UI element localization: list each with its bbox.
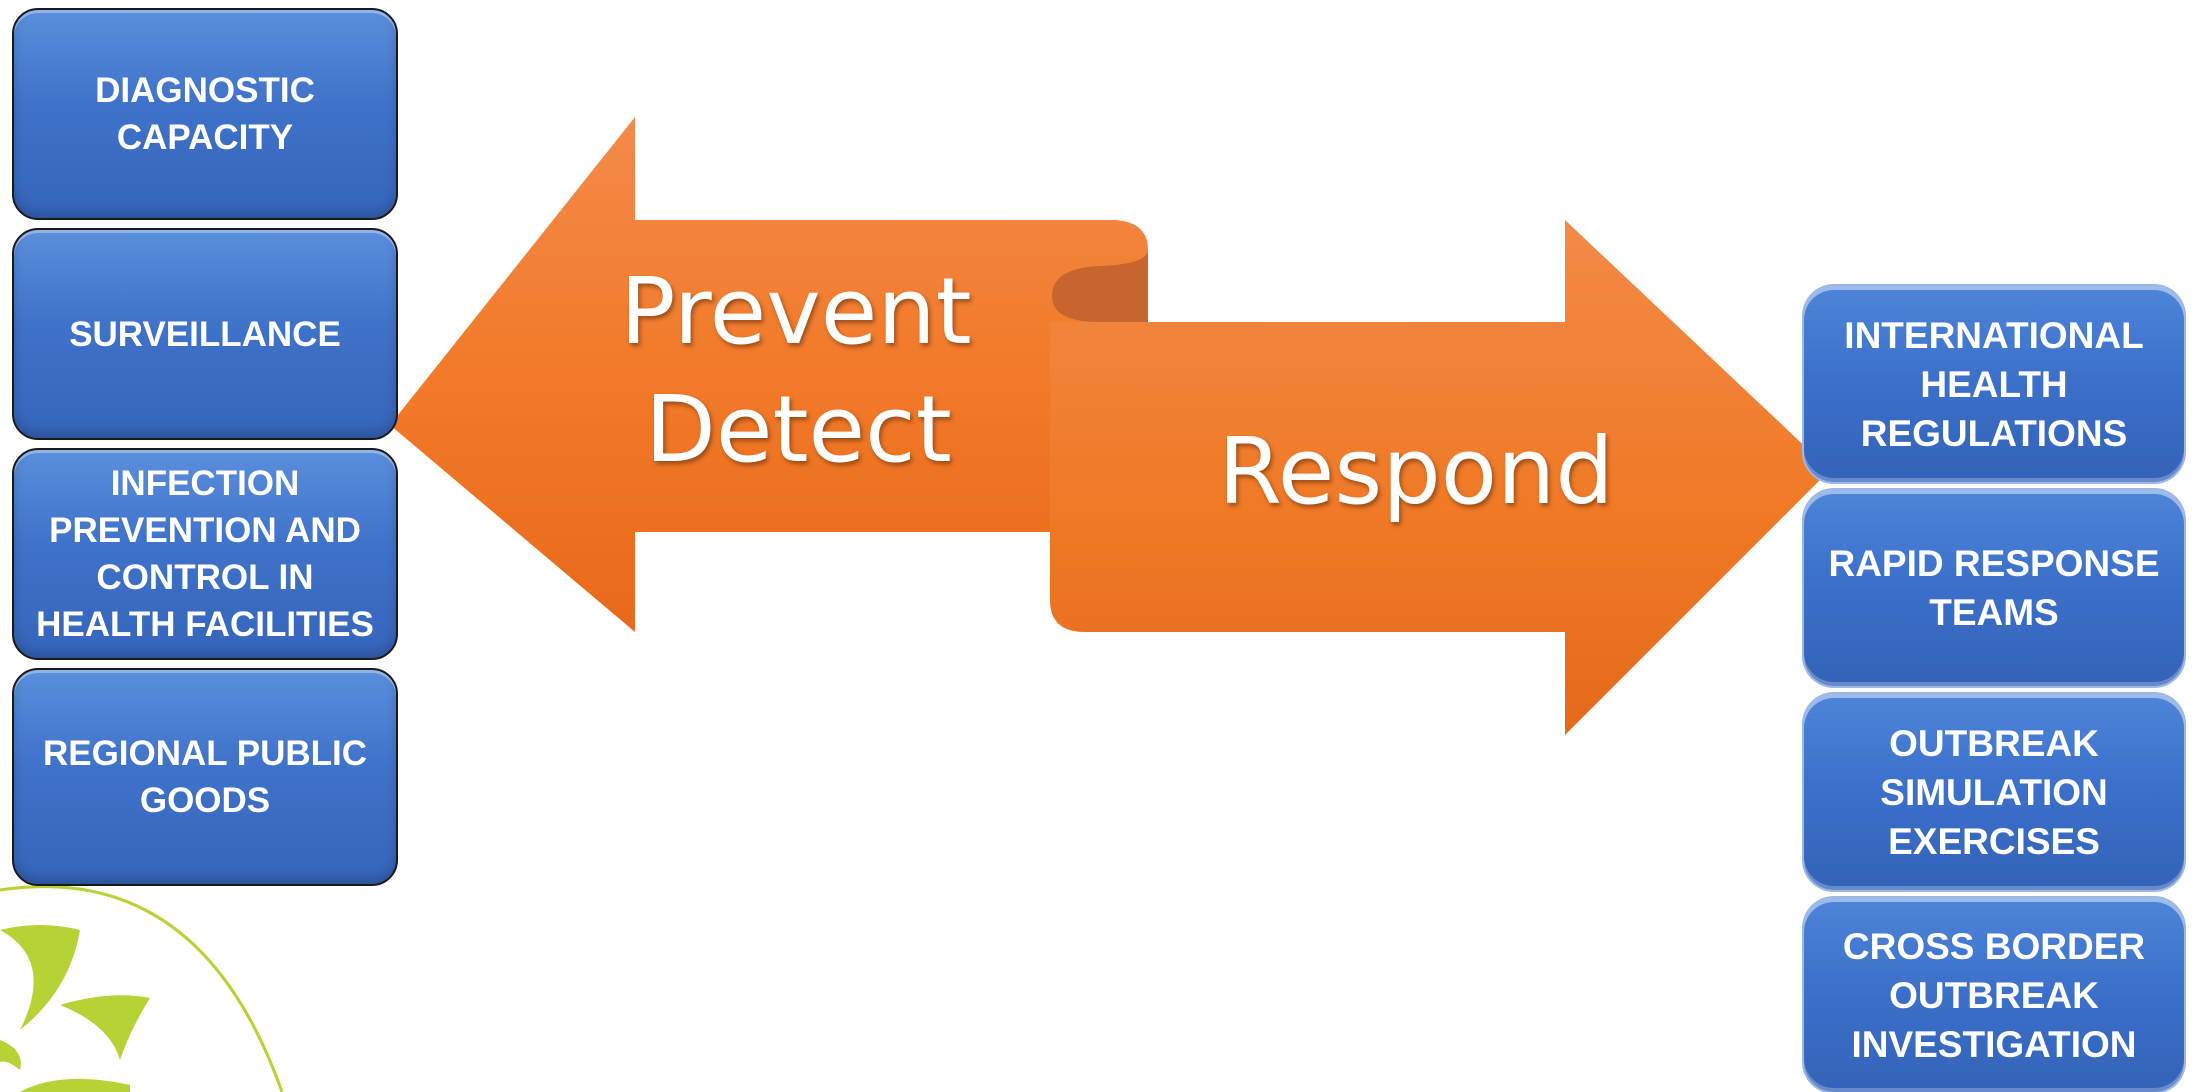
detect-label: Detect (645, 376, 952, 483)
prevent-detect-arrow (390, 117, 1148, 632)
rapid-response-teams-box: RAPID RESPONSE TEAMS (1804, 490, 2184, 686)
prevent-label: Prevent (620, 258, 972, 365)
green-leaf-logo (0, 885, 284, 1092)
box-label: OUTBREAK SIMULATION EXERCISES (1880, 722, 2108, 862)
international-health-regulations-box: INTERNATIONAL HEALTH REGULATIONS (1804, 286, 2184, 482)
box-label: REGIONAL PUBLIC GOODS (42, 734, 368, 820)
cross-border-outbreak-box: CROSS BORDER OUTBREAK INVESTIGATION (1804, 898, 2184, 1092)
respond-label: Respond (1218, 418, 1614, 525)
box-label: SURVEILLANCE (69, 314, 341, 354)
respond-arrow (1050, 220, 1830, 735)
box-label: CROSS BORDER OUTBREAK INVESTIGATION (1842, 925, 2146, 1065)
box-label: INTERNATIONAL HEALTH REGULATIONS (1844, 314, 2144, 454)
diagnostic-capacity-box: DIAGNOSTIC CAPACITY (12, 8, 398, 220)
box-label: INFECTION PREVENTION AND CONTROL IN HEAL… (36, 464, 374, 644)
infection-prevention-box: INFECTION PREVENTION AND CONTROL IN HEAL… (12, 448, 398, 660)
arrow-fold-shadow (1052, 250, 1148, 322)
surveillance-box: SURVEILLANCE (12, 228, 398, 440)
box-label: RAPID RESPONSE TEAMS (1828, 543, 2160, 633)
box-label: DIAGNOSTIC CAPACITY (95, 71, 315, 157)
regional-public-goods-box: REGIONAL PUBLIC GOODS (12, 668, 398, 886)
outbreak-simulation-box: OUTBREAK SIMULATION EXERCISES (1804, 694, 2184, 890)
